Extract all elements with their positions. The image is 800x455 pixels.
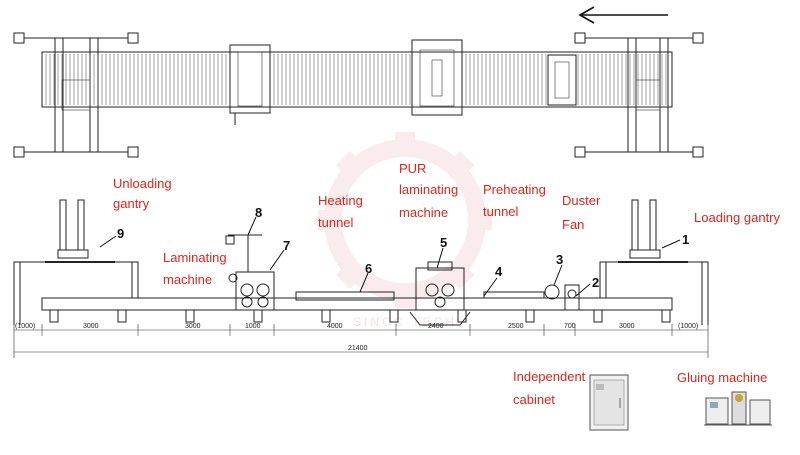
plan-conveyor-rollers — [45, 54, 667, 105]
dim-segment-5: 4000 — [327, 323, 343, 330]
conveyor-foot — [593, 309, 603, 323]
conveyor-foot — [389, 309, 399, 323]
direction-arrow-icon — [578, 6, 668, 24]
label-unloading-gantry: Unloading gantry — [113, 176, 175, 211]
callout-3: 3 — [556, 252, 563, 267]
plan-view — [13, 32, 704, 158]
elevation-duster-fan — [544, 284, 580, 311]
label-preheating-tunnel: Preheating tunnel — [483, 182, 550, 219]
label-gluing-machine: Gluing machine — [677, 370, 767, 385]
plan-pur-machine — [411, 39, 463, 116]
component-labels: Unloading gantry Laminating machine Heat… — [113, 161, 781, 407]
label-heating-tunnel: Heating tunnel — [318, 193, 366, 230]
elevation-conveyor — [41, 297, 673, 311]
conveyor-foot — [117, 309, 127, 323]
callout-6: 6 — [365, 261, 372, 276]
label-independent-cabinet: Independent cabinet — [513, 369, 589, 407]
dimension-line: (1000) 3000 3000 1000 4000 2400 2500 700… — [13, 322, 709, 358]
dim-segment-10: (1000) — [678, 323, 698, 330]
callout-numbers: 1 2 3 4 5 6 7 8 9 — [117, 205, 689, 290]
dim-segment-3: 3000 — [185, 323, 201, 330]
callout-8: 8 — [255, 205, 262, 220]
callout-leaders — [99, 216, 681, 297]
label-duster-fan: Duster Fan — [562, 193, 604, 232]
conveyor-foot — [49, 309, 59, 323]
callout-9: 9 — [117, 226, 124, 241]
callout-5: 5 — [440, 235, 447, 250]
elevation-laminating-machine — [225, 234, 275, 311]
callout-1: 1 — [682, 232, 689, 247]
plan-laminating-machine — [229, 44, 271, 114]
dimension-ticks — [41, 324, 673, 336]
callout-7: 7 — [283, 238, 290, 253]
plan-loading-gantry — [574, 32, 704, 158]
dim-segment-2: 3000 — [83, 323, 99, 330]
conveyor-foot — [185, 309, 195, 323]
conveyor-foot — [525, 309, 535, 323]
callout-4: 4 — [495, 264, 503, 279]
plan-conveyor — [41, 51, 673, 108]
dim-segment-8: 700 — [564, 323, 576, 330]
elevation-heating-tunnel — [295, 291, 395, 301]
label-laminating-machine: Laminating machine — [163, 250, 230, 287]
label-pur-laminating-machine: PUR laminating machine — [399, 161, 462, 220]
conveyor-foot — [457, 309, 467, 323]
conveyor-foot — [661, 309, 671, 323]
conveyor-foot — [321, 309, 331, 323]
dim-segment-4: 1000 — [245, 323, 261, 330]
elevation-preheating-tunnel — [483, 291, 545, 299]
elevation-pur-machine — [409, 261, 471, 326]
elevation-unloading-gantry — [13, 199, 139, 325]
plan-duster — [547, 54, 577, 106]
conveyor-foot — [253, 309, 263, 323]
dim-segment-6: 2400 — [428, 323, 444, 330]
gluing-machine-image — [704, 391, 772, 426]
dim-segment-9: 3000 — [619, 323, 635, 330]
elevation-loading-gantry — [599, 199, 709, 325]
dim-total: 21400 — [348, 345, 368, 352]
label-loading-gantry: Loading gantry — [694, 210, 781, 225]
dim-segment-1: (1000) — [15, 323, 35, 330]
independent-cabinet-image — [589, 374, 629, 431]
conveyor-feet — [49, 309, 671, 323]
elevation-view — [13, 199, 709, 326]
dim-segment-7: 2500 — [508, 323, 524, 330]
callout-2: 2 — [592, 275, 599, 290]
